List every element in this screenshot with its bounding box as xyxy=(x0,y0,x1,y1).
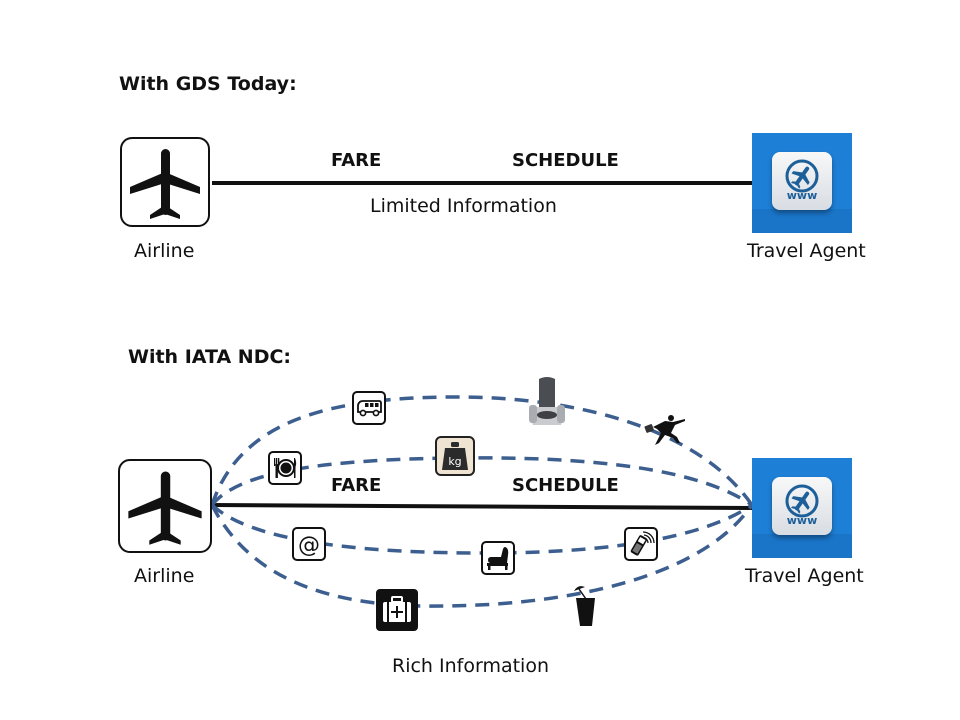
meal-icon xyxy=(268,451,302,485)
ndc-heading: With IATA NDC: xyxy=(128,346,292,368)
cocktail-icon xyxy=(568,583,602,629)
dashed-arc-inner-top xyxy=(210,456,753,507)
gds-airline-node[interactable] xyxy=(120,137,210,227)
svg-text:@: @ xyxy=(298,533,320,558)
agent-icon-card: www xyxy=(772,477,832,535)
mobile-phone-icon xyxy=(624,527,658,561)
dashed-arc-outer-bottom xyxy=(210,504,754,608)
dashed-arc-inner-bottom xyxy=(210,503,753,555)
running-businessman-icon xyxy=(643,413,689,449)
ndc-travel-agent-label: Travel Agent xyxy=(745,565,864,587)
gds-heading: With GDS Today: xyxy=(119,73,297,95)
agent-icon-base xyxy=(752,209,852,233)
gds-travel-agent-label: Travel Agent xyxy=(747,240,866,262)
www-airplane-icon: www xyxy=(785,484,819,527)
svg-text:www: www xyxy=(787,514,818,527)
ndc-schedule-label: SCHEDULE xyxy=(512,475,619,496)
dashed-arc-outer-top xyxy=(210,395,754,506)
www-airplane-icon: www xyxy=(785,159,819,202)
ndc-solid-link xyxy=(211,503,753,510)
ndc-travel-agent-node[interactable]: www xyxy=(752,458,852,558)
svg-text:kg: kg xyxy=(448,455,461,468)
ndc-airline-label: Airline xyxy=(134,565,195,587)
airplane-icon xyxy=(130,149,200,219)
ndc-fare-label: FARE xyxy=(331,475,382,496)
agent-icon-card: www xyxy=(772,152,832,210)
medical-kit-icon xyxy=(376,589,418,631)
premium-seat-icon xyxy=(525,375,569,433)
ndc-airline-node[interactable] xyxy=(118,459,212,553)
agent-icon-base xyxy=(752,534,852,558)
svg-text:www: www xyxy=(787,189,818,202)
gds-caption: Limited Information xyxy=(370,195,557,217)
gds-fare-label: FARE xyxy=(331,150,382,171)
email-at-icon: @ xyxy=(292,527,326,561)
baggage-weight-icon: kg xyxy=(435,436,475,476)
ndc-caption: Rich Information xyxy=(392,655,549,677)
gds-travel-agent-node[interactable]: www xyxy=(752,133,852,233)
gds-schedule-label: SCHEDULE xyxy=(512,150,619,171)
lounge-seat-icon xyxy=(481,541,515,575)
shuttle-bus-icon xyxy=(352,391,386,425)
gds-airline-label: Airline xyxy=(134,240,195,262)
airplane-icon xyxy=(128,471,202,545)
